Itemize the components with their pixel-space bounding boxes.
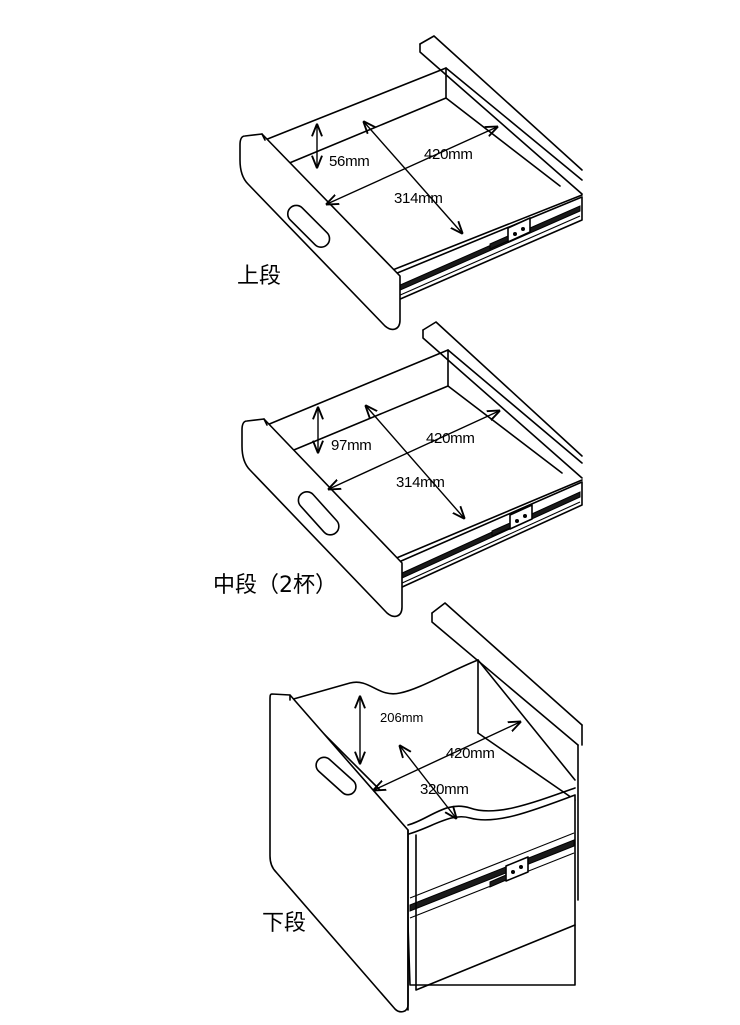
handle-slot [315,756,357,796]
upper-height-label: 56mm [329,153,369,170]
middle-drawer: 97mm 420mm 314mm 中段（2杯） [213,321,583,618]
handle-slot [286,204,331,249]
slide-bracket [491,504,533,537]
middle-height-label: 97mm [331,437,371,454]
upper-width-label: 314mm [394,190,443,207]
slide-bracket [489,856,529,888]
middle-depth-label: 420mm [426,430,475,447]
upper-depth-label: 420mm [424,146,473,163]
upper-tier-label: 上段 [237,264,281,289]
slide-bracket [489,217,531,250]
lower-height-label: 206mm [380,710,423,725]
middle-width-label: 314mm [396,474,445,491]
lower-width-label: 320mm [420,781,469,798]
lower-drawer: 206mm 420mm 320mm 下段 [262,602,583,1013]
middle-tier-label: 中段（2杯） [213,573,337,598]
handle-slot [297,491,340,536]
lower-depth-label: 420mm [446,745,495,762]
lower-tier-label: 下段 [262,911,306,936]
upper-drawer: 56mm 420mm 314mm 上段 [237,35,583,331]
